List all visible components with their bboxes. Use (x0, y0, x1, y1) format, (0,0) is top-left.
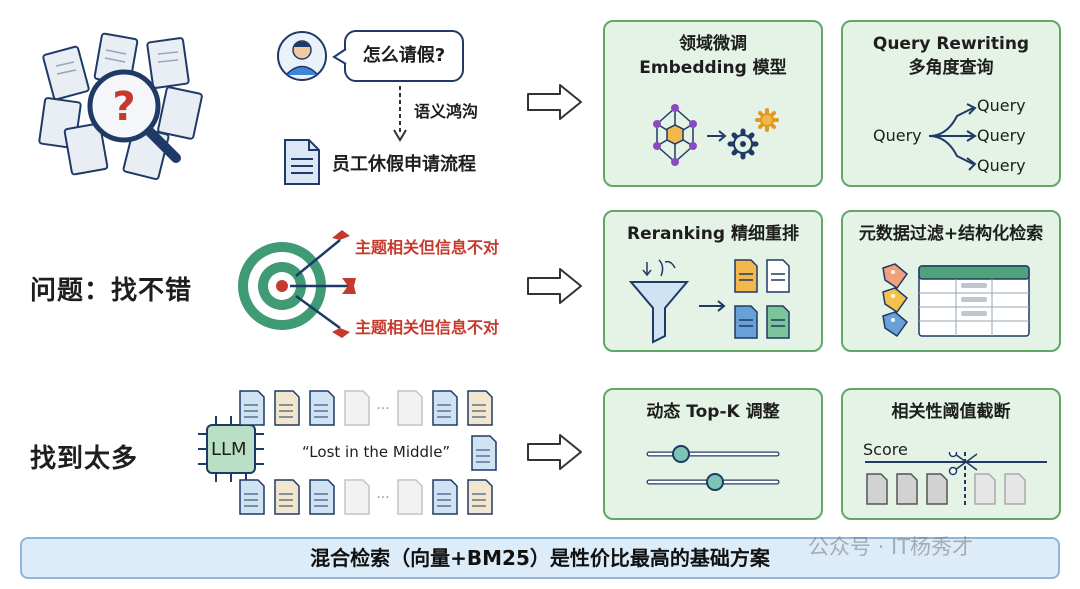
document-pile-magnifier-icon: ? (38, 32, 203, 180)
card-reranking: Reranking 精细重排 (603, 210, 823, 352)
card-metadata-title: 元数据过滤+结构化检索 (858, 224, 1044, 244)
target-arrows-icon (238, 230, 356, 338)
right-arrow-icon (527, 84, 582, 120)
user-avatar-icon (277, 31, 327, 81)
target-query-3: Query (977, 156, 1026, 175)
card-reranking-title: Reranking 精细重排 (627, 224, 799, 244)
card-metadata: 元数据过滤+结构化检索 (841, 210, 1061, 352)
document-row-top: ··· (239, 390, 493, 426)
funnel-documents-icon (628, 259, 790, 344)
card-topk: 动态 Top-K 调整 (603, 388, 823, 520)
arrow-note-top: 主题相关但信息不对 (355, 238, 500, 257)
svg-text:···: ··· (376, 490, 389, 506)
lost-in-the-middle-text: “Lost in the Middle” (302, 443, 451, 461)
card-embedding-title: 领域微调 Embedding 模型 (639, 34, 787, 78)
right-arrow-icon (527, 268, 582, 304)
llm-chip-icon (198, 416, 264, 482)
card-query-rewriting: Query Rewriting 多角度查询 Query Query Query … (841, 20, 1061, 187)
svg-text:?: ? (112, 84, 135, 130)
right-arrow-icon (527, 434, 582, 470)
bubble-tail (332, 48, 347, 65)
semantic-gap-label: 语义鸿沟 (414, 102, 479, 121)
tags-table-icon (882, 263, 1030, 338)
neural-network-gear-icon (653, 104, 779, 166)
source-query-label: Query (873, 126, 922, 145)
target-query-1: Query (977, 96, 1026, 115)
card-topk-title: 动态 Top-K 调整 (646, 402, 780, 422)
card-threshold-title: 相关性阈值截断 (891, 402, 1011, 422)
query-fanout-arrows (928, 103, 977, 171)
document-row-bottom: ··· (239, 479, 493, 515)
card-query-rewriting-title: Query Rewriting 多角度查询 (872, 34, 1030, 78)
card-embedding: 领域微调 Embedding 模型 (603, 20, 823, 187)
threshold-scissors-icon (865, 452, 1047, 508)
watermark: 公众号 · IT杨秀才 (808, 535, 974, 559)
arrow-note-bottom: 主题相关但信息不对 (355, 318, 500, 337)
row2-label: 问题：找不错 (30, 276, 193, 306)
card-threshold: 相关性阈值截断 Score (841, 388, 1061, 520)
sliders-icon (646, 445, 780, 491)
target-query-2: Query (977, 126, 1026, 145)
llm-chip-label: LLM (211, 439, 247, 460)
svg-text:···: ··· (376, 401, 389, 417)
document-title: 员工休假申请流程 (332, 154, 476, 175)
score-label: Score (863, 440, 908, 459)
row3-label: 找到太多 (30, 444, 139, 474)
question-text: 怎么请假? (362, 45, 446, 66)
conclusion-banner: 混合检索（向量+BM25）是性价比最高的基础方案 (20, 537, 1060, 579)
semantic-gap-dashed-arrow (393, 86, 407, 142)
document-right-middle (471, 435, 497, 471)
question-bubble: 怎么请假? (344, 30, 464, 82)
document-icon (284, 139, 320, 185)
banner-text: 混合检索（向量+BM25）是性价比最高的基础方案 (310, 546, 770, 570)
